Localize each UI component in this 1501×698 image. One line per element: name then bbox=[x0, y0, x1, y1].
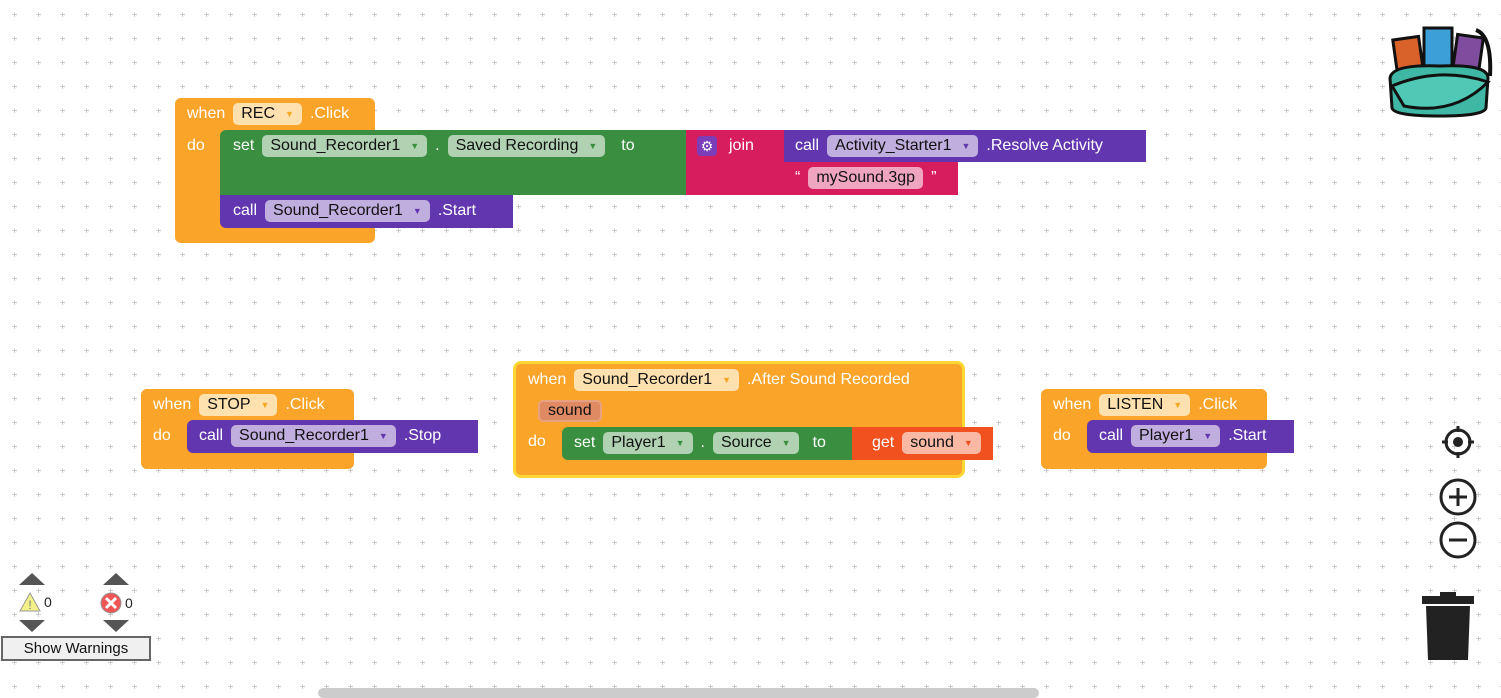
set-label: set bbox=[574, 434, 596, 451]
close-quote: ” bbox=[931, 169, 937, 186]
component-dropdown[interactable]: Sound_Recorder1 ▼ bbox=[265, 200, 430, 222]
dropdown-arrow-icon: ▼ bbox=[961, 141, 971, 151]
warning-count: 0 bbox=[44, 594, 52, 610]
do-label: do bbox=[528, 433, 546, 450]
dropdown-value: sound bbox=[910, 434, 954, 451]
warning-prev-arrow[interactable] bbox=[19, 573, 45, 585]
event-label: .Click bbox=[1198, 396, 1238, 413]
zoom-in-icon[interactable] bbox=[1438, 477, 1478, 517]
method-label: .Stop bbox=[403, 427, 442, 444]
dropdown-value: Saved Recording bbox=[455, 137, 579, 154]
event-label: .Click bbox=[285, 396, 325, 413]
property-dropdown[interactable]: Source ▼ bbox=[712, 432, 799, 454]
when-label: when bbox=[528, 371, 567, 388]
backpack-icon[interactable] bbox=[1384, 16, 1496, 120]
error-next-arrow[interactable] bbox=[103, 620, 129, 632]
dropdown-arrow-icon: ▼ bbox=[378, 431, 388, 441]
trash-icon[interactable] bbox=[1420, 592, 1476, 662]
method-label: .Start bbox=[1228, 427, 1267, 444]
warning-next-arrow[interactable] bbox=[19, 620, 45, 632]
event-label: .After Sound Recorded bbox=[747, 371, 910, 388]
component-dropdown[interactable]: LISTEN ▼ bbox=[1099, 394, 1191, 416]
call-label: call bbox=[795, 137, 820, 154]
do-label: do bbox=[187, 137, 205, 154]
dropdown-arrow-icon: ▼ bbox=[675, 438, 685, 448]
variable-dropdown[interactable]: sound ▼ bbox=[902, 432, 981, 454]
parameter-sound[interactable]: sound bbox=[538, 400, 602, 422]
dropdown-arrow-icon: ▼ bbox=[412, 206, 422, 216]
dropdown-value: Sound_Recorder1 bbox=[239, 427, 369, 444]
call-label: call bbox=[199, 427, 224, 444]
call-label: call bbox=[233, 202, 258, 219]
recenter-target-icon[interactable] bbox=[1440, 424, 1476, 460]
dropdown-value: Sound_Recorder1 bbox=[270, 137, 401, 154]
component-dropdown[interactable]: REC ▼ bbox=[233, 103, 302, 125]
dropdown-value: Source bbox=[720, 434, 772, 451]
component-dropdown[interactable]: Sound_Recorder1 ▼ bbox=[231, 425, 396, 447]
dropdown-arrow-icon: ▼ bbox=[260, 400, 270, 410]
show-warnings-button[interactable]: Show Warnings bbox=[1, 636, 151, 661]
set-label: set bbox=[233, 137, 255, 154]
dropdown-value: STOP bbox=[207, 396, 251, 413]
do-label: do bbox=[153, 427, 171, 444]
open-quote: “ bbox=[795, 169, 801, 186]
dropdown-value: Sound_Recorder1 bbox=[582, 371, 713, 388]
dropdown-arrow-icon: ▼ bbox=[1203, 431, 1213, 441]
svg-text:!: ! bbox=[28, 598, 31, 612]
horizontal-scrollbar[interactable] bbox=[318, 688, 1039, 698]
dot-label: . bbox=[700, 434, 705, 451]
dropdown-value: Player1 bbox=[1139, 427, 1194, 444]
component-dropdown[interactable]: Player1 ▼ bbox=[603, 432, 693, 454]
zoom-out-icon[interactable] bbox=[1438, 520, 1478, 560]
gear-icon[interactable]: ⚙ bbox=[697, 136, 717, 156]
dropdown-value: Player1 bbox=[611, 434, 666, 451]
dropdown-arrow-icon: ▼ bbox=[410, 141, 420, 151]
dropdown-arrow-icon: ▼ bbox=[722, 375, 732, 385]
component-dropdown[interactable]: Player1 ▼ bbox=[1131, 425, 1221, 447]
dropdown-value: Activity_Starter1 bbox=[835, 137, 952, 154]
component-dropdown[interactable]: Sound_Recorder1 ▼ bbox=[574, 369, 740, 391]
dot-label: . bbox=[435, 137, 440, 154]
dropdown-value: Sound_Recorder1 bbox=[273, 202, 403, 219]
dropdown-value: REC bbox=[241, 105, 276, 122]
property-dropdown[interactable]: Saved Recording ▼ bbox=[447, 135, 606, 157]
dropdown-arrow-icon: ▼ bbox=[1173, 400, 1183, 410]
call-label: call bbox=[1099, 427, 1124, 444]
to-label: to bbox=[812, 434, 826, 451]
dropdown-arrow-icon: ▼ bbox=[781, 438, 791, 448]
when-label: when bbox=[187, 105, 226, 122]
dropdown-arrow-icon: ▼ bbox=[588, 141, 598, 151]
join-label: join bbox=[729, 137, 754, 154]
dropdown-arrow-icon: ▼ bbox=[963, 438, 973, 448]
error-count: 0 bbox=[125, 595, 133, 611]
text-field[interactable]: mySound.3gp bbox=[808, 167, 924, 189]
error-prev-arrow[interactable] bbox=[103, 573, 129, 585]
when-label: when bbox=[1053, 396, 1092, 413]
component-dropdown[interactable]: Sound_Recorder1 ▼ bbox=[262, 135, 428, 157]
method-label: .Resolve Activity bbox=[986, 137, 1103, 154]
event-label: .Click bbox=[309, 105, 350, 122]
to-label: to bbox=[621, 137, 635, 154]
dropdown-value: LISTEN bbox=[1107, 396, 1164, 413]
method-label: .Start bbox=[437, 202, 477, 219]
dropdown-arrow-icon: ▼ bbox=[285, 109, 294, 119]
when-label: when bbox=[153, 396, 192, 413]
do-label: do bbox=[1053, 427, 1071, 444]
get-label: get bbox=[872, 434, 895, 451]
component-dropdown[interactable]: STOP ▼ bbox=[199, 394, 278, 416]
component-dropdown[interactable]: Activity_Starter1 ▼ bbox=[827, 135, 979, 157]
error-icon bbox=[100, 592, 122, 614]
warning-icon: ! bbox=[19, 592, 41, 612]
